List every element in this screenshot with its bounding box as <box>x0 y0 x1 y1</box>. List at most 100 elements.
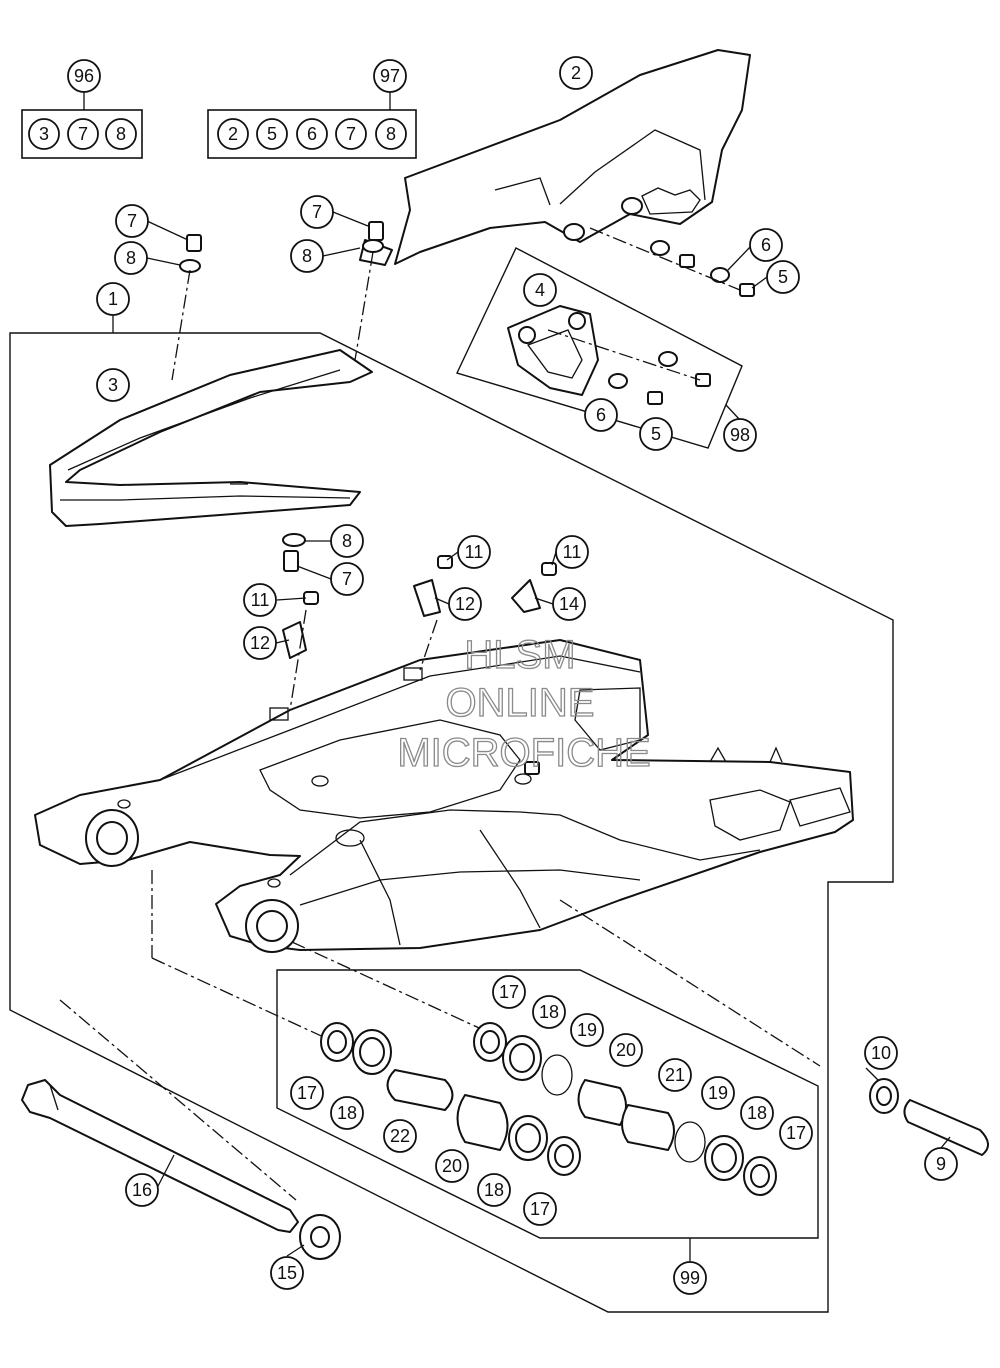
svg-text:19: 19 <box>577 1020 597 1040</box>
svg-text:17: 17 <box>530 1199 550 1219</box>
bolt-drawing <box>869 1078 989 1156</box>
kit-96-item-1[interactable]: 3 <box>28 118 60 150</box>
callout-22[interactable]: 22 <box>383 1119 417 1153</box>
svg-text:9: 9 <box>936 1154 946 1174</box>
svg-text:3: 3 <box>39 124 49 144</box>
svg-text:19: 19 <box>708 1083 728 1103</box>
callout-96[interactable]: 96 <box>67 59 101 93</box>
callout-18-c[interactable]: 18 <box>330 1096 364 1130</box>
callout-10[interactable]: 10 <box>864 1036 898 1070</box>
svg-text:16: 16 <box>132 1180 152 1200</box>
svg-text:5: 5 <box>267 124 277 144</box>
kit-97-item-3[interactable]: 6 <box>296 118 328 150</box>
svg-text:2: 2 <box>228 124 238 144</box>
callout-18-d[interactable]: 18 <box>477 1173 511 1207</box>
svg-text:8: 8 <box>386 124 396 144</box>
svg-text:96: 96 <box>74 66 94 86</box>
svg-text:7: 7 <box>346 124 356 144</box>
svg-text:6: 6 <box>761 235 771 255</box>
svg-text:HLSM: HLSM <box>464 633 575 677</box>
callout-11-c[interactable]: 11 <box>555 535 589 569</box>
callout-19-b[interactable]: 19 <box>701 1076 735 1110</box>
callout-8-c[interactable]: 8 <box>330 524 364 558</box>
kit-96-item-3[interactable]: 8 <box>105 118 137 150</box>
callout-20-b[interactable]: 20 <box>435 1149 469 1183</box>
chain-slider-drawing <box>49 251 374 527</box>
bracket-drawing <box>507 305 711 405</box>
callout-21[interactable]: 21 <box>658 1058 692 1092</box>
svg-text:3: 3 <box>108 375 118 395</box>
svg-text:5: 5 <box>778 267 788 287</box>
callout-7-b[interactable]: 7 <box>300 195 334 229</box>
callout-98[interactable]: 98 <box>723 418 757 452</box>
watermark: HLSM ONLINE MICROFICHE <box>397 632 652 775</box>
callout-17-d[interactable]: 17 <box>523 1192 557 1226</box>
callout-4[interactable]: 4 <box>523 273 557 307</box>
callout-9[interactable]: 9 <box>924 1147 958 1181</box>
callout-8-b[interactable]: 8 <box>290 239 324 273</box>
callout-17-c[interactable]: 17 <box>290 1076 324 1110</box>
callout-17-b[interactable]: 17 <box>779 1116 813 1150</box>
svg-text:7: 7 <box>127 211 137 231</box>
kit-96: 3 7 8 <box>21 92 143 159</box>
callout-18-b[interactable]: 18 <box>740 1096 774 1130</box>
svg-text:2: 2 <box>571 63 581 83</box>
callout-15[interactable]: 15 <box>270 1256 304 1290</box>
axle-drawing <box>21 999 341 1260</box>
callout-11-b[interactable]: 11 <box>457 535 491 569</box>
callout-7-a[interactable]: 7 <box>115 204 149 238</box>
group-outline-1 <box>9 332 894 1313</box>
callout-8-a[interactable]: 8 <box>114 241 148 275</box>
svg-text:20: 20 <box>616 1040 636 1060</box>
svg-text:7: 7 <box>312 202 322 222</box>
svg-text:22: 22 <box>390 1126 410 1146</box>
svg-text:18: 18 <box>747 1103 767 1123</box>
chain-guard-hardware <box>179 221 755 381</box>
callout-19-a[interactable]: 19 <box>570 1013 604 1047</box>
callout-6-a[interactable]: 6 <box>749 228 783 262</box>
callout-5-b[interactable]: 5 <box>639 417 673 451</box>
callout-16[interactable]: 16 <box>125 1173 159 1207</box>
callout-2[interactable]: 2 <box>559 56 593 90</box>
svg-text:5: 5 <box>651 424 661 444</box>
callout-17-a[interactable]: 17 <box>492 975 526 1009</box>
callout-5-a[interactable]: 5 <box>766 260 800 294</box>
callout-6-b[interactable]: 6 <box>584 398 618 432</box>
group-outline-98 <box>456 247 743 449</box>
svg-text:11: 11 <box>465 542 484 562</box>
svg-text:7: 7 <box>78 124 88 144</box>
callout-14[interactable]: 14 <box>552 587 586 621</box>
kit-97-item-1[interactable]: 2 <box>217 118 249 150</box>
svg-text:ONLINE: ONLINE <box>446 681 595 725</box>
svg-text:1: 1 <box>108 289 118 309</box>
callout-11-a[interactable]: 11 <box>243 583 277 617</box>
svg-text:8: 8 <box>116 124 126 144</box>
callout-12-b[interactable]: 12 <box>448 587 482 621</box>
callout-18-a[interactable]: 18 <box>532 995 566 1029</box>
callout-3[interactable]: 3 <box>96 368 130 402</box>
svg-text:18: 18 <box>337 1103 357 1123</box>
callout-7-c[interactable]: 7 <box>330 562 364 596</box>
svg-text:10: 10 <box>871 1043 891 1063</box>
callout-12-a[interactable]: 12 <box>243 626 277 660</box>
svg-text:6: 6 <box>307 124 317 144</box>
kit-96-item-2[interactable]: 7 <box>67 118 99 150</box>
svg-text:18: 18 <box>484 1180 504 1200</box>
svg-text:7: 7 <box>342 569 352 589</box>
kit-97: 2 5 6 7 8 <box>207 92 417 159</box>
svg-text:8: 8 <box>126 248 136 268</box>
callout-97[interactable]: 97 <box>373 59 407 93</box>
svg-text:17: 17 <box>297 1083 317 1103</box>
clip-hardware <box>282 533 557 775</box>
callout-20-a[interactable]: 20 <box>609 1033 643 1067</box>
svg-text:11: 11 <box>251 590 270 610</box>
svg-text:14: 14 <box>559 594 579 614</box>
kit-97-item-2[interactable]: 5 <box>256 118 288 150</box>
callout-1[interactable]: 1 <box>96 282 130 316</box>
svg-text:20: 20 <box>442 1156 462 1176</box>
kit-97-item-5[interactable]: 8 <box>375 118 407 150</box>
callout-99[interactable]: 99 <box>673 1261 707 1295</box>
svg-text:15: 15 <box>277 1263 297 1283</box>
kit-97-item-4[interactable]: 7 <box>335 118 367 150</box>
